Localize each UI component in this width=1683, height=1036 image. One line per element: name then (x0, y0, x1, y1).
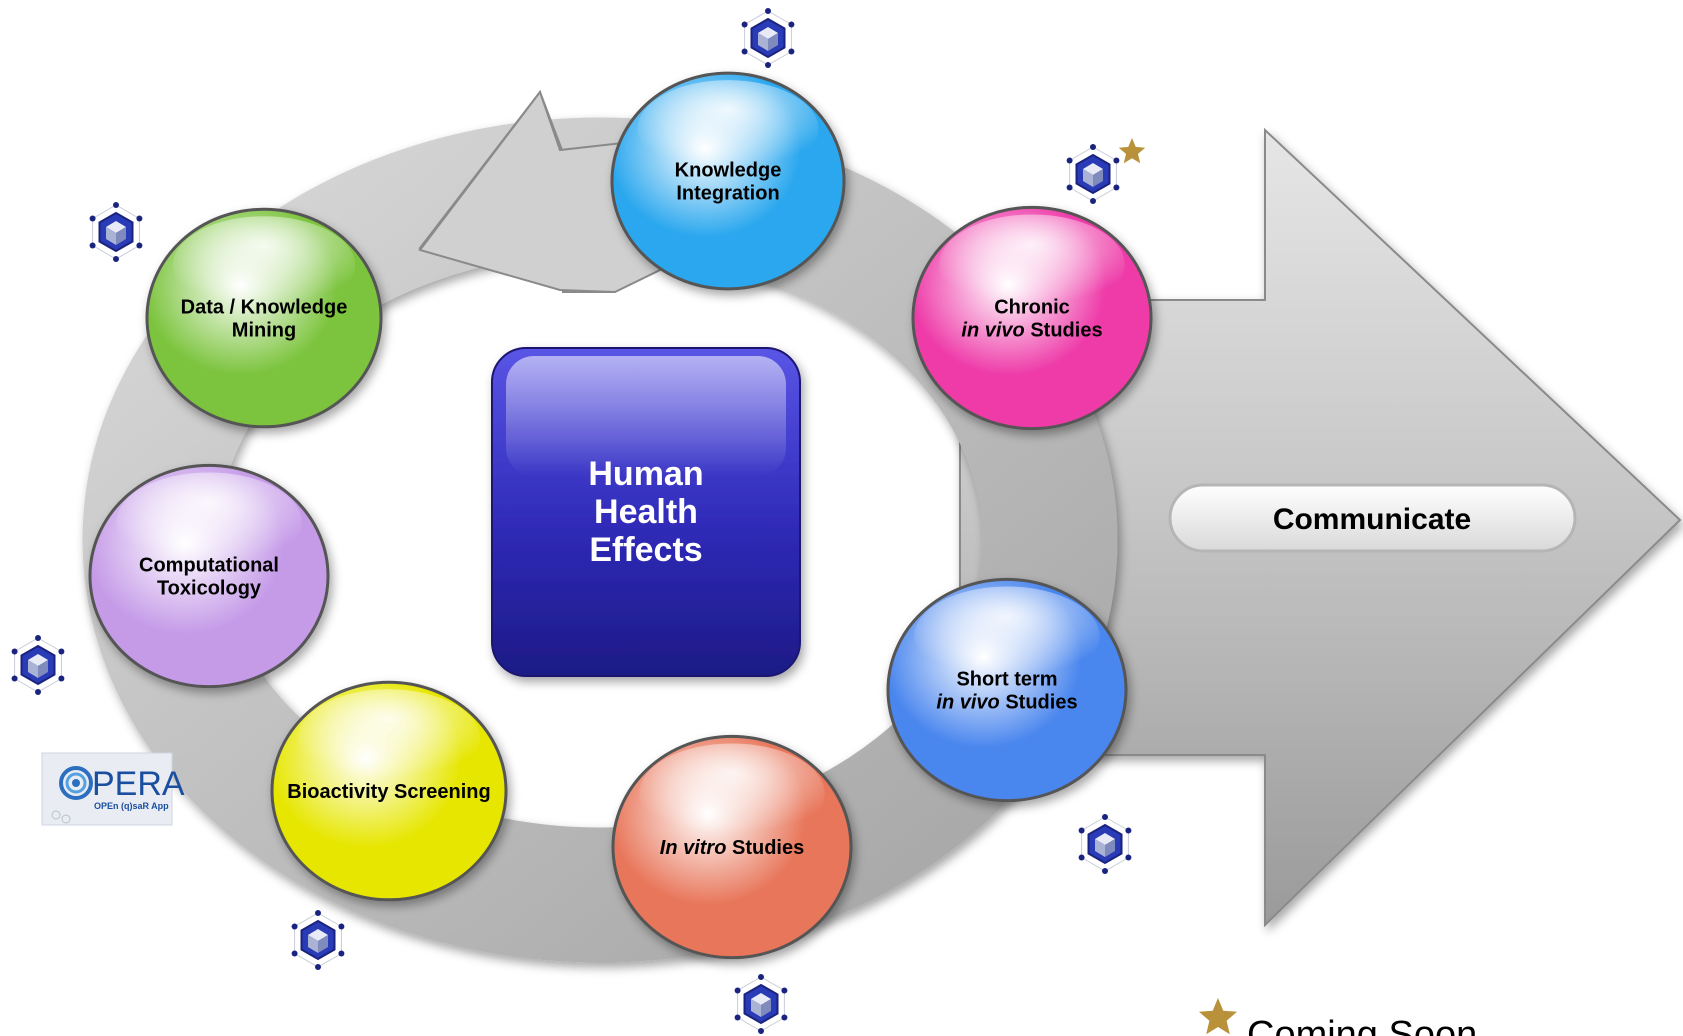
node-gloss (939, 214, 1125, 315)
comptox-hexagon-cube-icon (734, 974, 788, 1034)
node-label-line: Short term (956, 669, 1057, 691)
communicate-label: Communicate (1273, 503, 1471, 536)
node-bioactivity-screening: Bioactivity Screening (270, 680, 508, 902)
comptox-hexagon-cube-icon (1066, 144, 1120, 204)
communicate-pill: Communicate (1168, 483, 1577, 553)
node-label-line: Bioactivity Screening (287, 781, 490, 803)
node-gloss (116, 472, 302, 573)
icon-group (11, 8, 1132, 1034)
node-gloss (914, 586, 1100, 687)
node-label-line: Chronic (994, 297, 1070, 319)
legend-star-icon (1199, 998, 1237, 1035)
node-label-line: Knowledge (675, 160, 782, 182)
node-label-line: Integration (676, 183, 779, 205)
center-box: Human Health Effects (491, 347, 801, 677)
node-gloss (639, 743, 825, 844)
node-in-vitro: In vitro Studies (611, 734, 853, 960)
node-label-line: Data / Knowledge (181, 297, 348, 319)
coming-soon-star-icon (1118, 138, 1146, 164)
node-label-line: in vivo Studies (936, 692, 1077, 714)
opera-logo: PERA OPEn (q)saR App (41, 752, 185, 826)
node-label-line: Mining (232, 320, 296, 342)
node-gloss (297, 689, 481, 788)
comptox-hexagon-cube-icon (89, 202, 143, 262)
center-title-line-1: Human (588, 455, 703, 493)
opera-logo-subtitle: OPEn (q)saR App (94, 801, 169, 811)
comptox-hexagon-cube-icon (1078, 814, 1132, 874)
center-title-line-3: Effects (589, 531, 702, 569)
node-label-line: Toxicology (157, 578, 262, 600)
legend-label: Coming Soon (1247, 1014, 1477, 1036)
node-label-line: In vitro Studies (660, 837, 804, 859)
comptox-hexagon-cube-icon (11, 635, 65, 695)
node-label-line: Computational (139, 555, 279, 577)
node-gloss (172, 216, 356, 315)
opera-logo-title: PERA (92, 765, 185, 803)
comptox-hexagon-cube-icon (291, 910, 345, 970)
comptox-hexagon-cube-icon (741, 8, 795, 68)
legend: Coming Soon (1199, 998, 1477, 1036)
node-gloss (637, 80, 819, 178)
node-label-line: in vivo Studies (961, 320, 1102, 342)
center-title-line-2: Health (594, 493, 698, 531)
